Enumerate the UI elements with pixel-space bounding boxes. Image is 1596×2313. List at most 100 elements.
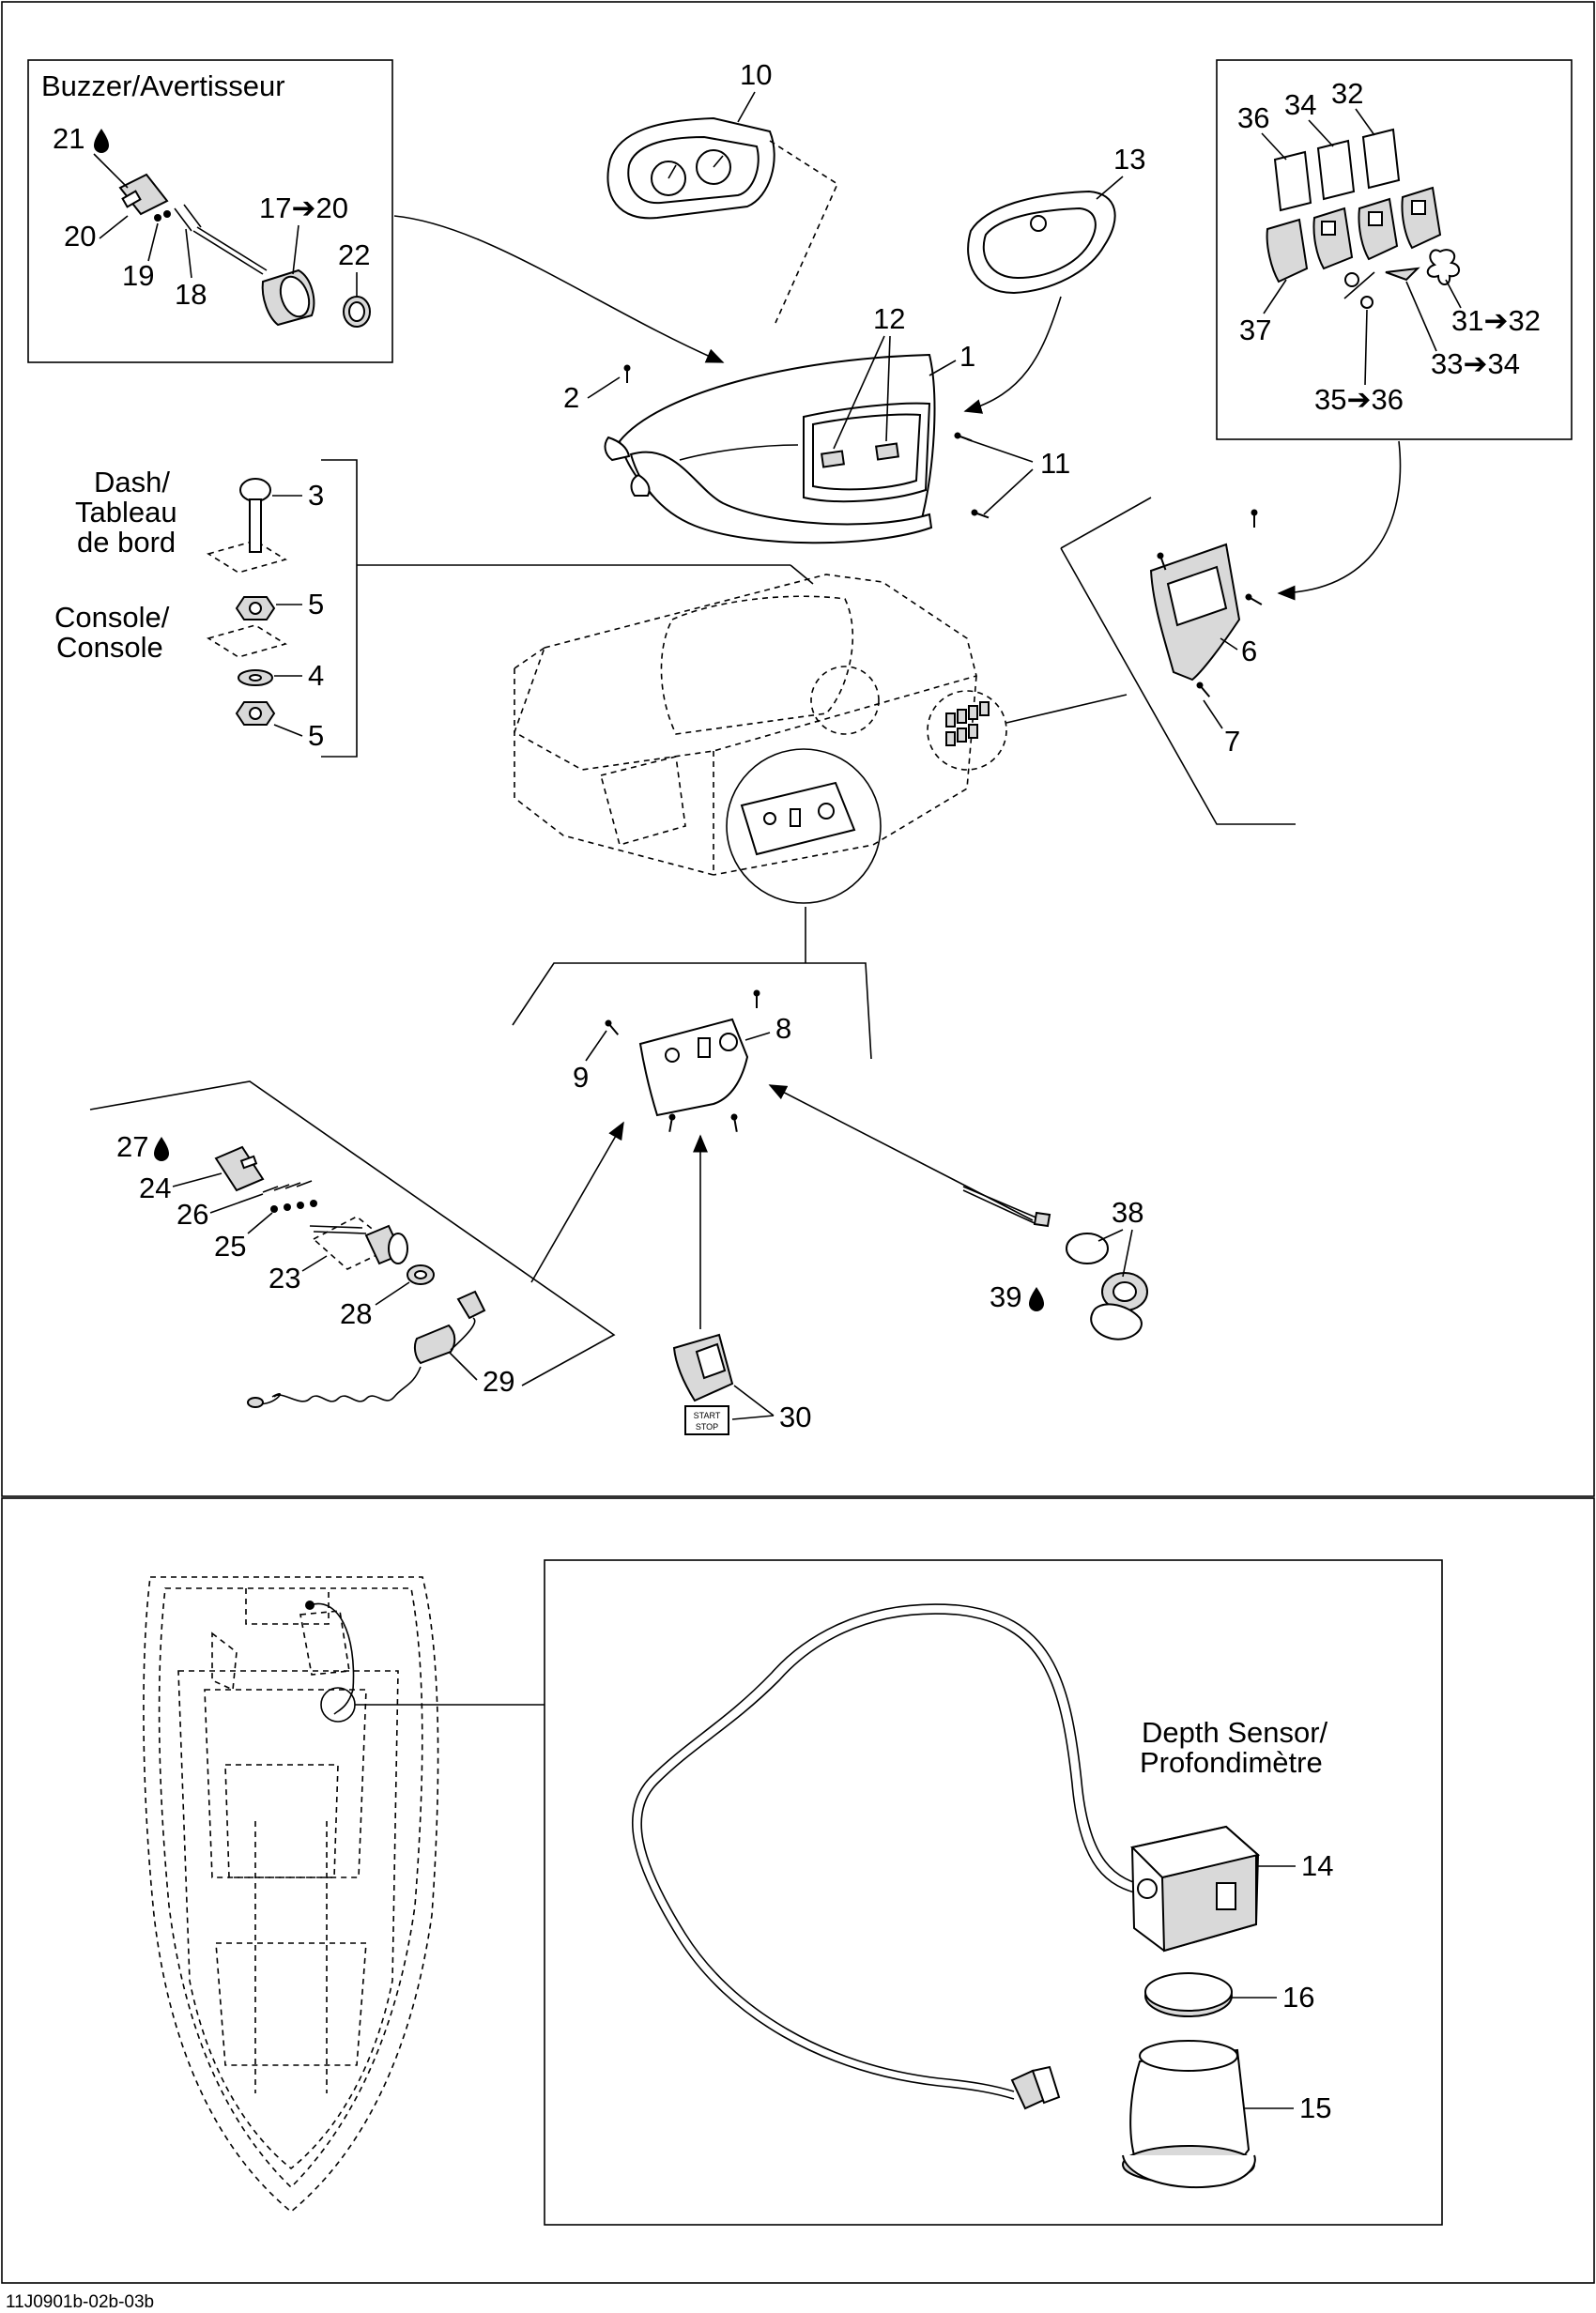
svg-text:31➔32: 31➔32	[1451, 304, 1541, 337]
fastener-inset: Dash/ Tableau de bord Console/ Console 3…	[54, 459, 814, 758]
svg-text:22: 22	[338, 238, 370, 271]
svg-text:20: 20	[64, 220, 96, 253]
svg-text:24: 24	[139, 1172, 171, 1204]
depth-sensor-inset: Depth Sensor/ Profondimètre 14	[544, 1559, 1443, 2226]
svg-text:11: 11	[1040, 447, 1070, 480]
svg-text:Dash/: Dash/	[94, 466, 170, 498]
stop-label: STOP	[696, 1422, 718, 1432]
callout-21: 21	[53, 122, 129, 189]
svg-text:9: 9	[573, 1061, 589, 1094]
callout-17-20: 17➔20	[259, 191, 348, 275]
plate-inset-8: 8 9	[512, 907, 872, 1134]
mini-switch-grid	[945, 701, 990, 746]
callout-8: 8	[744, 1012, 791, 1045]
svg-text:15: 15	[1299, 2091, 1331, 2124]
callout-32: 32	[1331, 77, 1375, 136]
washer-part-4	[238, 669, 273, 686]
callout-39: 39	[990, 1280, 1044, 1313]
callout-5a: 5	[276, 588, 324, 620]
start-label: START	[694, 1411, 721, 1420]
svg-text:6: 6	[1241, 635, 1257, 667]
callout-5b: 5	[273, 719, 324, 752]
svg-text:16: 16	[1282, 1981, 1314, 2014]
plate-part-8	[638, 1018, 749, 1117]
callout-3: 3	[272, 479, 324, 512]
svg-text:5: 5	[308, 719, 324, 752]
buzzer-pins-part	[154, 204, 202, 232]
svg-text:32: 32	[1331, 77, 1363, 110]
svg-text:29: 29	[483, 1365, 514, 1398]
nut-part-28	[407, 1264, 435, 1285]
svg-text:39: 39	[990, 1280, 1021, 1313]
callout-9: 9	[573, 1030, 607, 1094]
svg-text:de bord: de bord	[77, 526, 176, 559]
gauge-part-10	[606, 116, 839, 324]
bolt-part-3	[239, 478, 271, 553]
bezel-part-13	[967, 190, 1116, 295]
callout-7: 7	[1203, 699, 1240, 758]
svg-text:19: 19	[122, 259, 154, 292]
callout-25: 25	[214, 1212, 273, 1263]
svg-text:7: 7	[1224, 725, 1240, 758]
callout-2: 2	[563, 376, 621, 414]
svg-text:25: 25	[214, 1230, 246, 1263]
callout-36: 36	[1237, 101, 1287, 161]
callout-38: 38	[1097, 1196, 1143, 1278]
svg-text:13: 13	[1113, 143, 1145, 176]
callout-1: 1	[928, 340, 975, 376]
depth-sensor-title-1: Depth Sensor/	[1142, 1716, 1328, 1749]
svg-text:5: 5	[308, 588, 324, 620]
svg-text:35➔36: 35➔36	[1314, 383, 1404, 416]
svg-text:1: 1	[959, 340, 975, 373]
callout-37: 37	[1239, 279, 1287, 346]
key-switch-part-23	[309, 1216, 408, 1270]
svg-text:33➔34: 33➔34	[1431, 347, 1520, 380]
callout-31-32: 31➔32	[1445, 279, 1541, 337]
svg-text:Console: Console	[56, 631, 163, 664]
callout-33-34: 33➔34	[1405, 281, 1520, 380]
callout-6: 6	[1220, 635, 1257, 667]
callout-35-36: 35➔36	[1314, 309, 1404, 416]
sensor-plug	[1010, 2065, 1061, 2110]
callout-15: 15	[1245, 2091, 1331, 2124]
svg-text:10: 10	[740, 58, 772, 91]
svg-text:30: 30	[779, 1401, 811, 1433]
callout-12: 12	[833, 302, 905, 450]
svg-text:8: 8	[775, 1012, 791, 1045]
callout-13: 13	[1096, 143, 1145, 200]
svg-text:2: 2	[563, 381, 579, 414]
depth-sensor-part-14	[1130, 1825, 1261, 1953]
callout-30: 30	[731, 1385, 811, 1433]
nut-part-5b	[235, 701, 276, 726]
callout-16: 16	[1232, 1981, 1314, 2014]
svg-text:12: 12	[873, 302, 905, 335]
callout-28: 28	[340, 1281, 410, 1330]
buzzer-title: Buzzer/Avertisseur	[41, 69, 285, 102]
svg-text:37: 37	[1239, 314, 1271, 346]
svg-text:23: 23	[269, 1262, 300, 1294]
callout-34: 34	[1284, 88, 1334, 147]
switch-caps-37	[1266, 186, 1442, 283]
callout-10: 10	[737, 58, 772, 123]
svg-text:21: 21	[53, 122, 84, 155]
nut-part-5a	[235, 596, 276, 620]
callout-19: 19	[122, 222, 159, 292]
hull-top-view	[143, 1576, 545, 2213]
callout-26: 26	[176, 1193, 264, 1231]
svg-text:3: 3	[308, 479, 324, 512]
sensor-housing-part-15	[1122, 2040, 1256, 2189]
callout-22: 22	[338, 238, 370, 297]
callout-27: 27	[116, 1130, 169, 1163]
lower-panel-circle	[726, 748, 882, 904]
dash-console-part-1	[604, 353, 936, 544]
buzzer-inset: Buzzer/Avertisseur 21 20	[27, 59, 393, 363]
lanyard-part-29	[247, 1290, 486, 1408]
svg-text:38: 38	[1112, 1196, 1143, 1229]
callout-14: 14	[1258, 1849, 1333, 1882]
switches-inset: 36 34 32 37 31➔32 33➔34 35➔36	[1216, 59, 1573, 440]
svg-text:4: 4	[308, 659, 324, 692]
callout-18: 18	[175, 228, 207, 311]
panel-part-6	[1149, 543, 1241, 682]
svg-text:27: 27	[116, 1130, 148, 1163]
